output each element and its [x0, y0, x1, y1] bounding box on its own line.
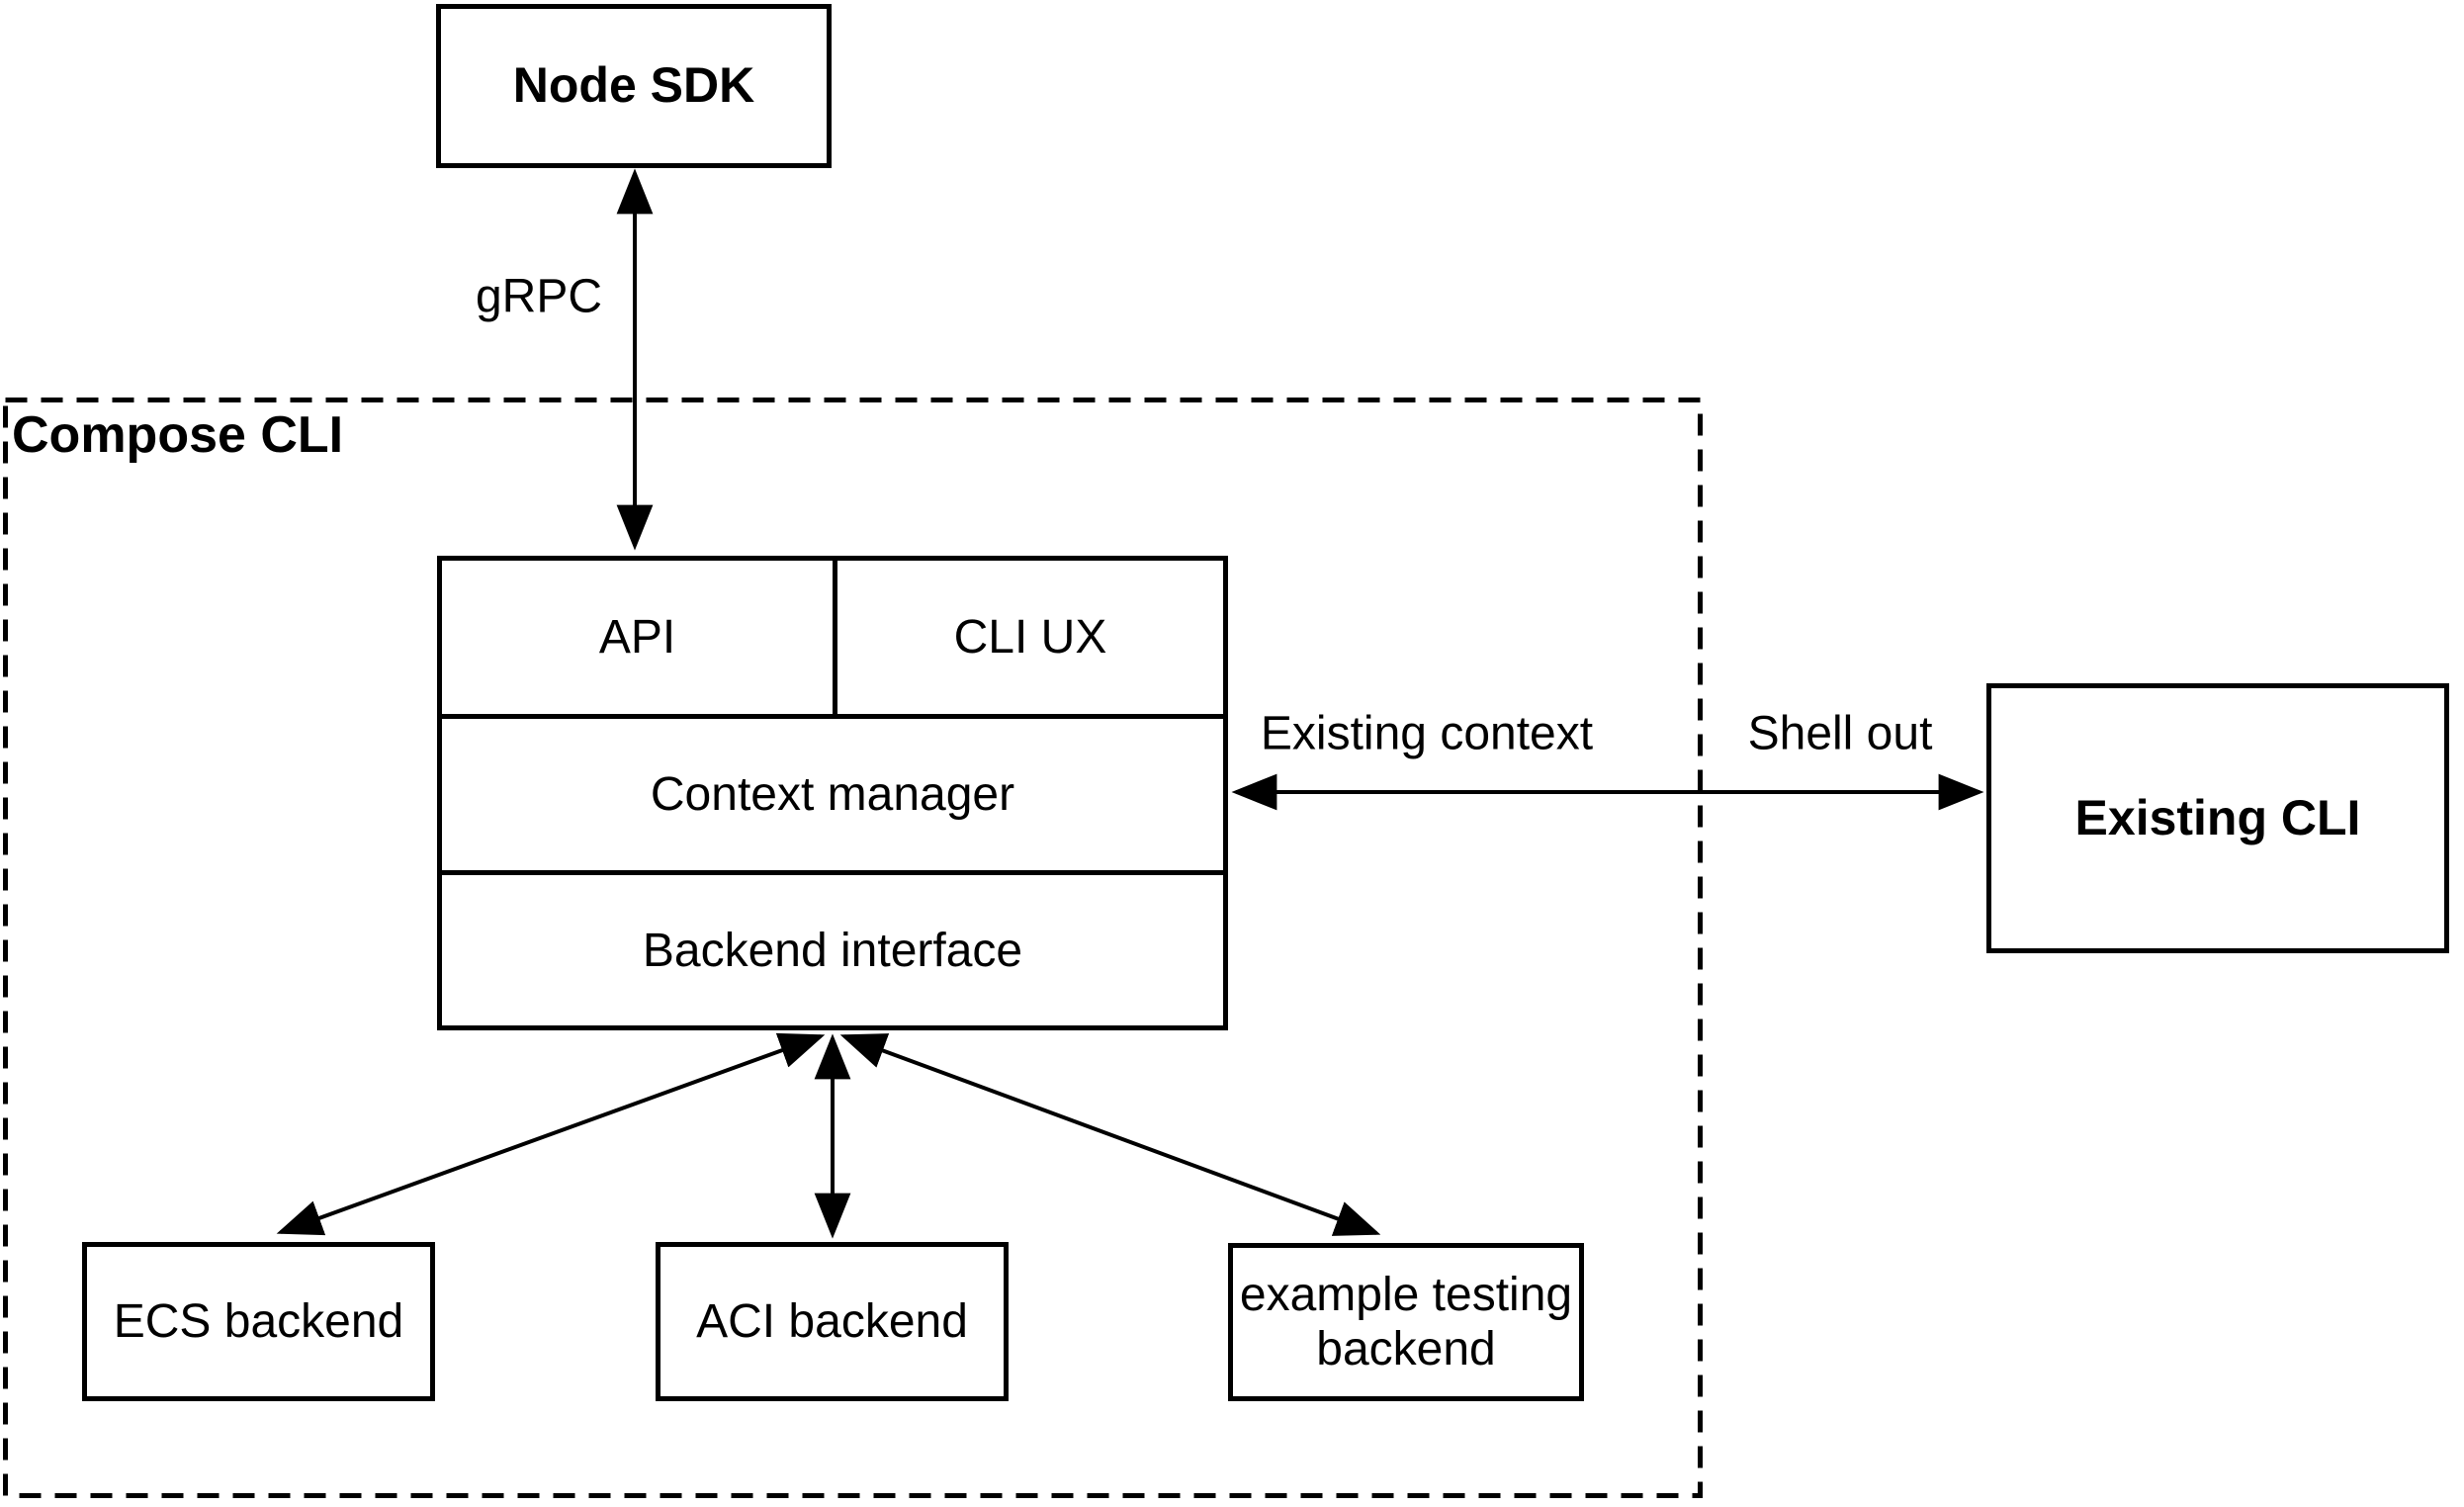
example-testing-backend-arrow	[839, 1033, 1381, 1236]
grpc-edge-label: gRPC	[475, 270, 603, 323]
context-manager-cell: Context manager	[442, 719, 1223, 875]
cli-ux-cell: CLI UX	[837, 561, 1223, 714]
existing-cli-box: Existing CLI	[1986, 683, 2449, 953]
example-testing-backend-box: example testing backend	[1228, 1243, 1584, 1401]
backend-interface-label: Backend interface	[642, 924, 1023, 977]
example-testing-backend-label: example testing backend	[1239, 1268, 1573, 1375]
node-sdk-box: Node SDK	[436, 4, 832, 168]
aci-backend-label: ACI backend	[696, 1294, 968, 1348]
context-manager-label: Context manager	[650, 768, 1015, 821]
stack-top-row: API CLI UX	[442, 561, 1223, 719]
existing-context-edge-label: Existing context	[1260, 707, 1594, 760]
ecs-backend-arrow	[276, 1032, 826, 1236]
existing-cli-label: Existing CLI	[2074, 789, 2361, 845]
backend-interface-cell: Backend interface	[442, 875, 1223, 1025]
api-label: API	[598, 611, 676, 664]
ecs-backend-label: ECS backend	[113, 1294, 404, 1348]
aci-backend-box: ACI backend	[656, 1242, 1009, 1401]
node-sdk-label: Node SDK	[512, 57, 755, 114]
compose-cli-stack-box: API CLI UX Context manager Backend inter…	[437, 556, 1228, 1030]
ecs-backend-box: ECS backend	[82, 1242, 435, 1401]
cli-ux-label: CLI UX	[953, 611, 1107, 664]
compose-cli-container-label: Compose CLI	[12, 406, 344, 464]
shell-out-edge-label: Shell out	[1747, 707, 1933, 760]
api-cell: API	[442, 561, 837, 714]
